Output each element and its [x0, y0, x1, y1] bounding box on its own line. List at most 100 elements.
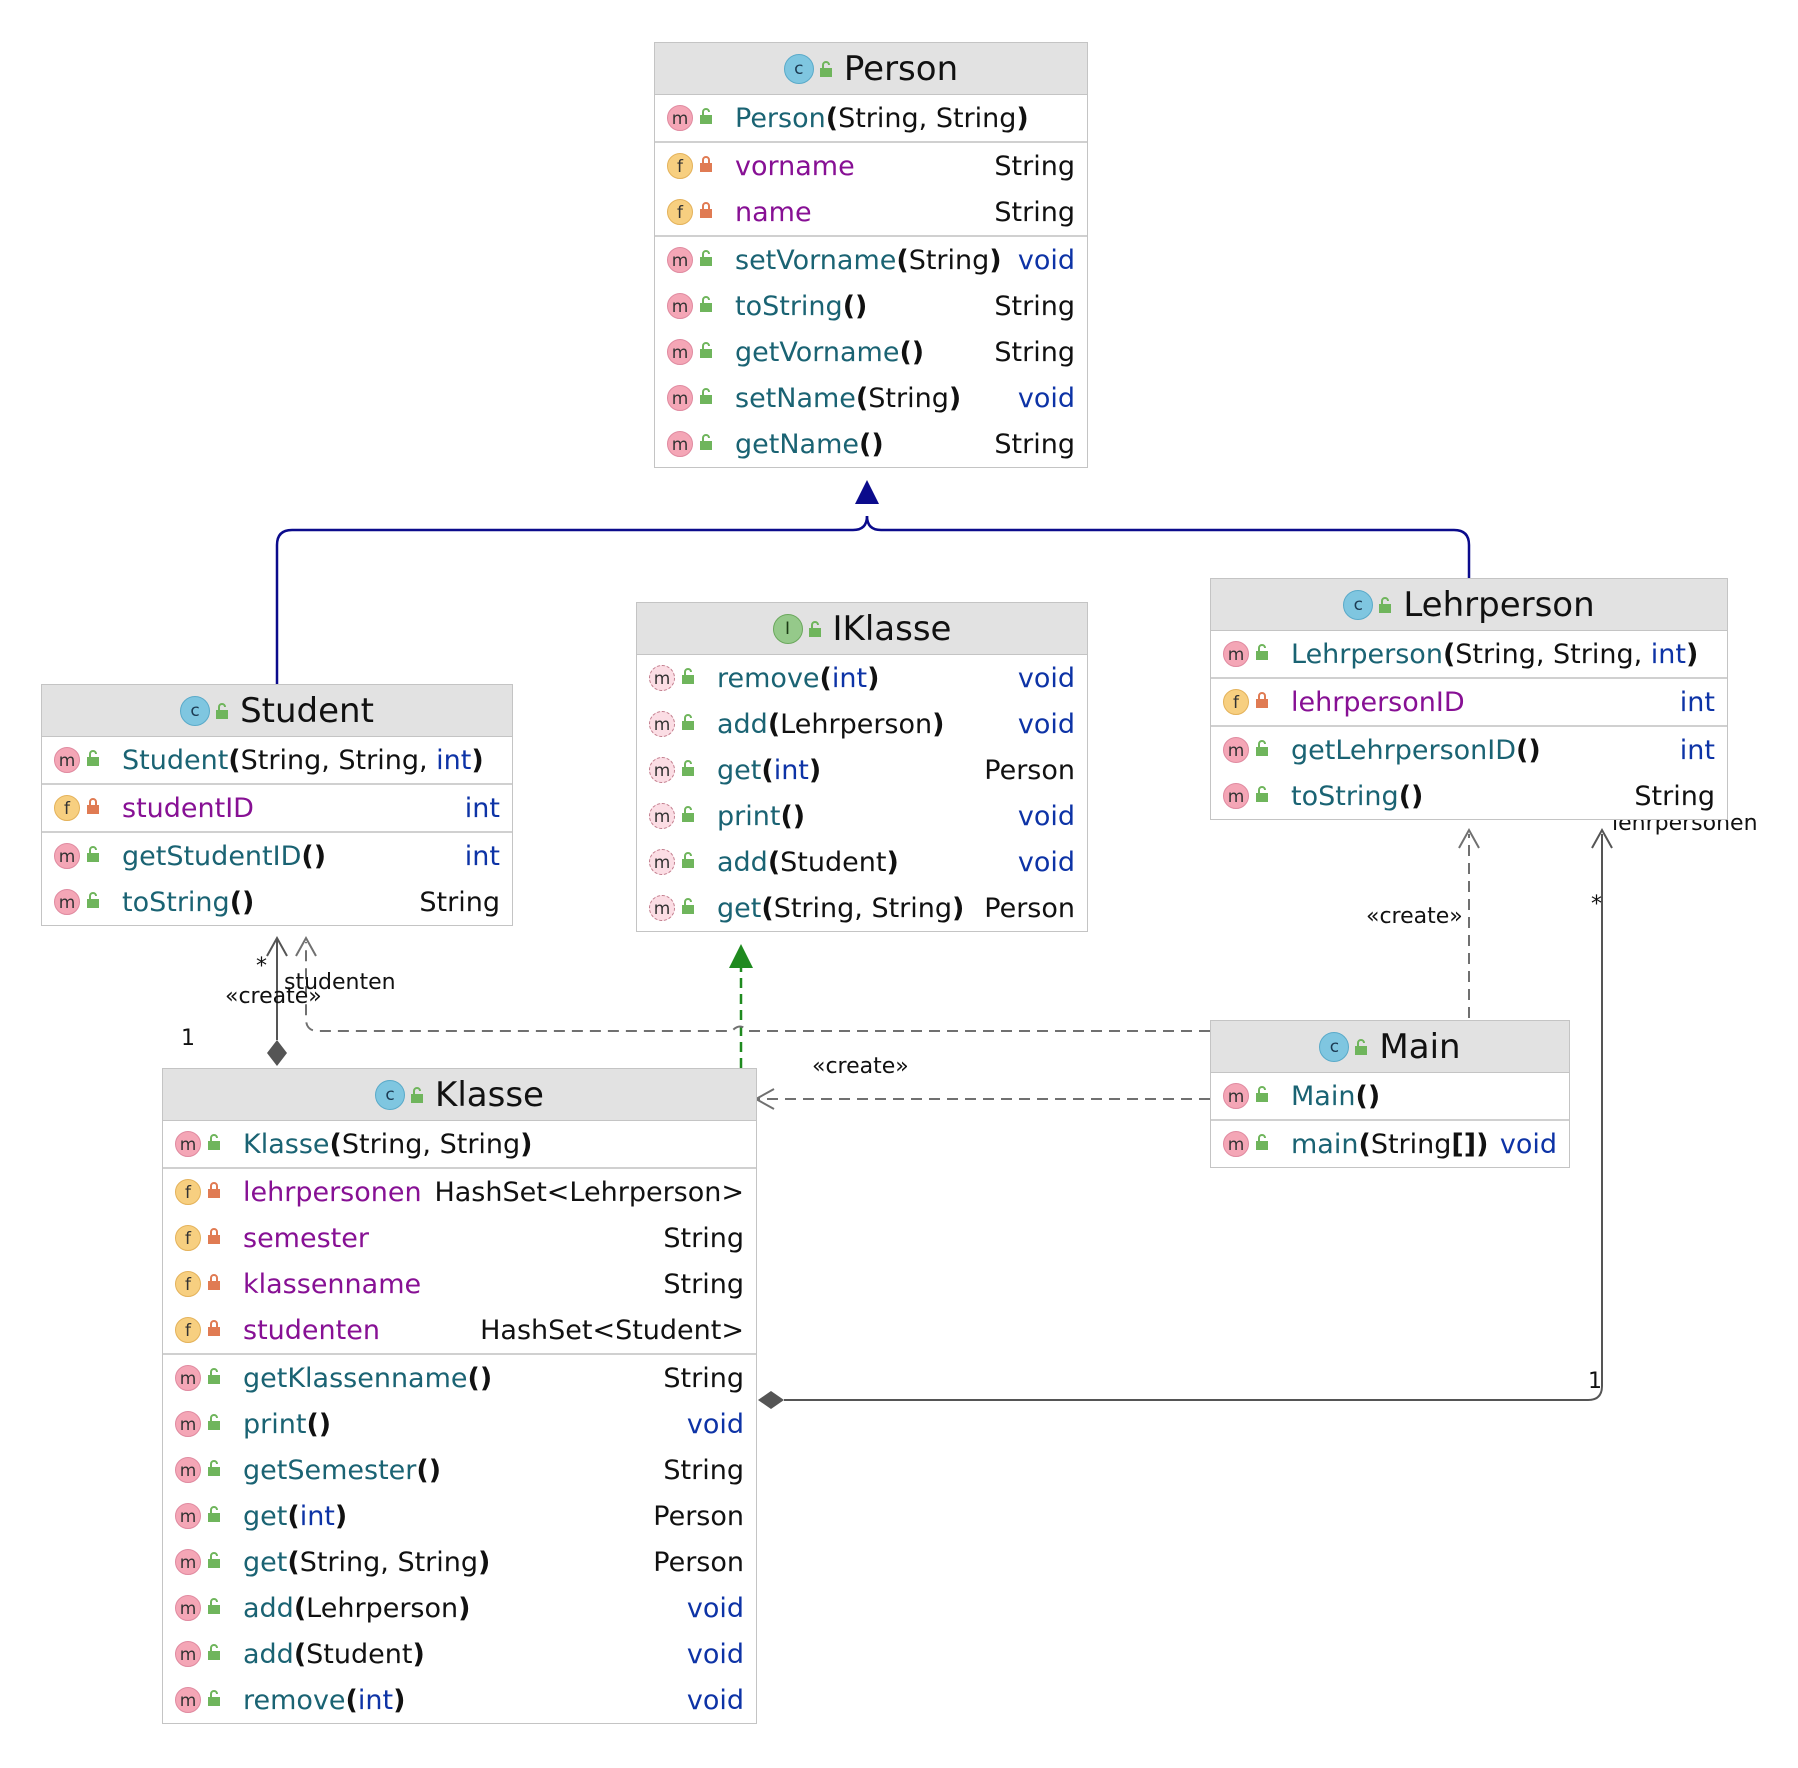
member-type: void: [1017, 846, 1075, 878]
class-name: Klasse: [435, 1074, 544, 1115]
member-params: (): [467, 1362, 493, 1394]
member-signature: get(int): [717, 755, 821, 786]
public-unlock-icon: [682, 852, 694, 868]
studenten-multiplicity-many: *: [256, 954, 267, 979]
method-icon: m: [54, 843, 80, 869]
member-params: (): [859, 428, 884, 460]
member-name: lehrpersonID: [1291, 686, 1465, 718]
member-name: add: [717, 708, 768, 740]
member-name: get: [717, 754, 762, 786]
member-signature: add(Lehrperson): [717, 709, 944, 740]
member-name: Klasse: [243, 1128, 330, 1160]
member-params: (Student): [293, 1638, 425, 1670]
lehrpersonen-multiplicity-many: *: [1591, 892, 1602, 917]
private-lock-icon: [700, 156, 712, 172]
inheritance-student-person: [275, 515, 869, 684]
private-lock-icon: [1256, 692, 1268, 708]
member-signature: studentID: [122, 793, 254, 824]
method-icon: m: [649, 757, 675, 783]
member-name: lehrpersonen: [243, 1176, 422, 1208]
member-params: (String, String): [329, 1128, 533, 1160]
class-icon: c: [375, 1079, 406, 1110]
method-icon: m: [667, 431, 693, 457]
member-params: (Lehrperson): [293, 1592, 471, 1624]
member-signature: toString(): [1291, 781, 1423, 812]
member-signature: toString(): [122, 887, 254, 918]
member-type: void: [1017, 382, 1075, 414]
method-icon: m: [667, 293, 693, 319]
member-name: Person: [735, 102, 826, 134]
member-type: int: [1679, 734, 1715, 766]
studenten-multiplicity-one: 1: [181, 1026, 195, 1051]
member-params: (int): [761, 754, 822, 786]
member-params: (int): [287, 1500, 348, 1532]
member-name: main: [1291, 1128, 1359, 1160]
member-signature: print(): [717, 801, 805, 832]
field-icon: f: [667, 199, 693, 225]
method-icon: m: [175, 1503, 201, 1529]
member-params: (Student): [767, 846, 899, 878]
member-signature: setVorname(String): [735, 245, 1002, 276]
class-header[interactable]: c Klasse: [163, 1069, 756, 1121]
class-icon: c: [180, 695, 211, 726]
member-signature: getLehrpersonID(): [1291, 735, 1541, 766]
member-signature: studenten: [243, 1315, 380, 1346]
member-params: (String[]): [1358, 1128, 1489, 1160]
member-signature: get(String, String): [243, 1547, 490, 1578]
member-name: get: [243, 1546, 288, 1578]
